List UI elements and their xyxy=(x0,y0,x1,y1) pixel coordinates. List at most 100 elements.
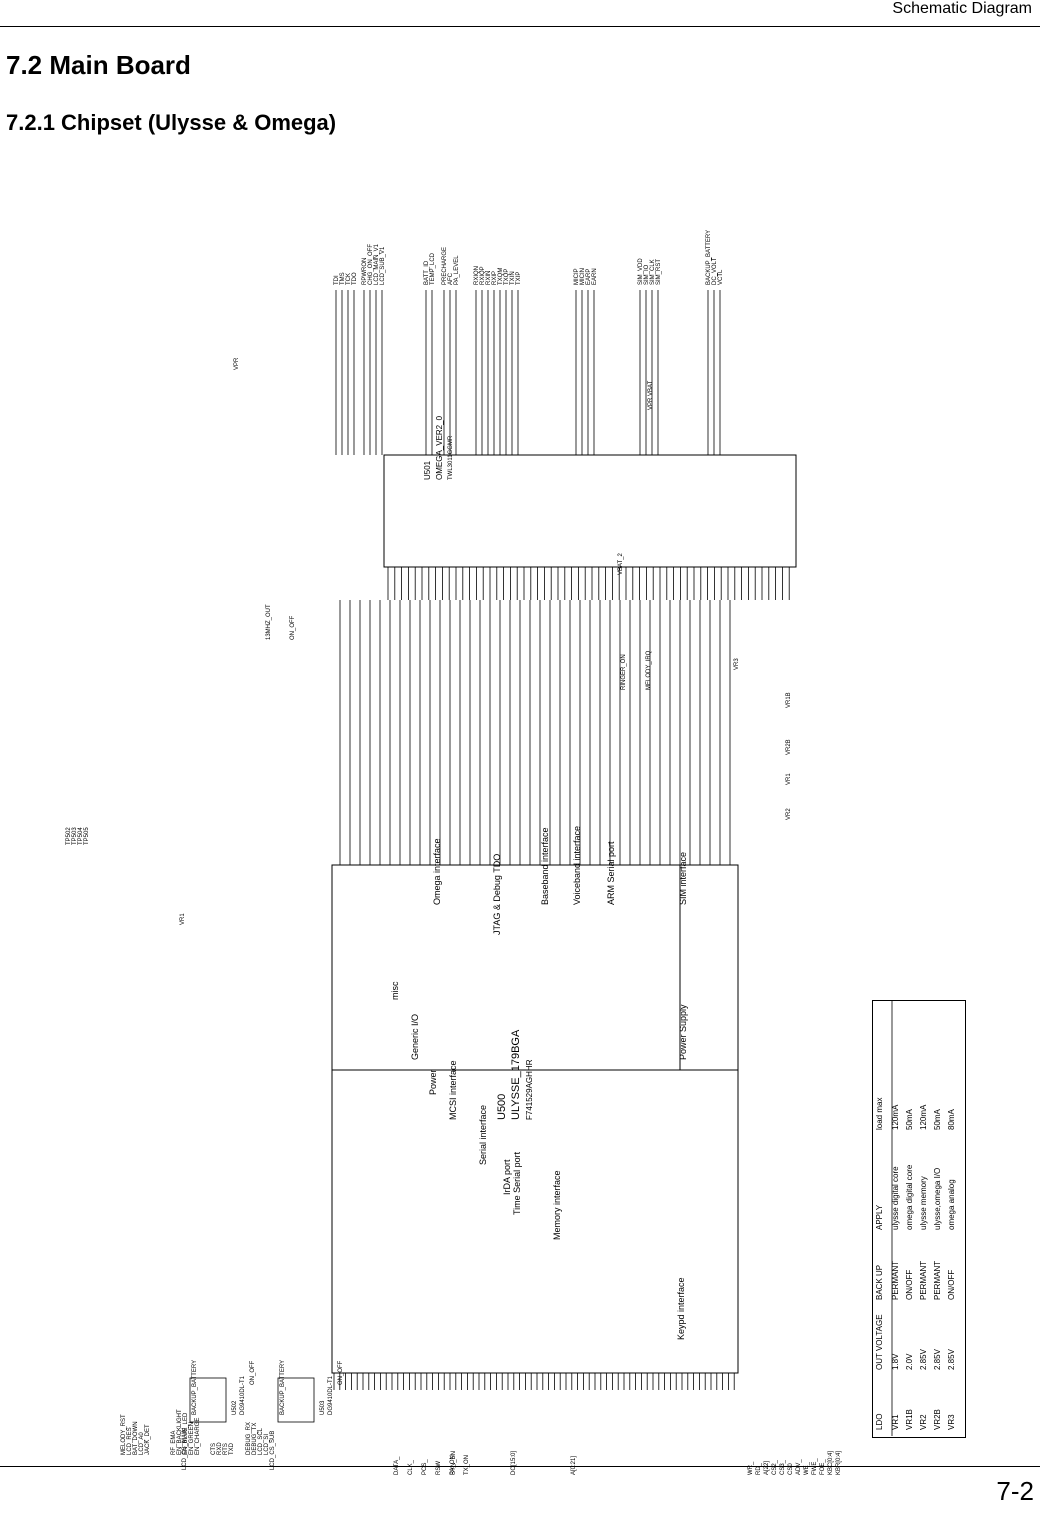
omega-package: TWL3011GGMR xyxy=(448,435,454,480)
signal-label: DEBUG_RX xyxy=(246,1422,252,1455)
table-cell: 2.85V xyxy=(919,1348,928,1370)
signal-label: PA_LEVEL xyxy=(454,255,460,285)
table-cell: PERMANT xyxy=(891,1261,900,1300)
signal-label: TXQP xyxy=(504,269,510,285)
omega-part: OMEGA_VER2_0 xyxy=(435,415,444,480)
signal-label: TDO xyxy=(352,272,358,285)
testpoint-label: TP502 xyxy=(66,827,72,845)
ulysse-part: ULYSSE_179BGA xyxy=(510,1029,522,1120)
signal-label: KBR[0:4] xyxy=(836,1451,842,1475)
table-cell: PERMANT xyxy=(919,1261,928,1300)
signal-label: EARP xyxy=(586,269,592,285)
signal-label: LCD_MAIN_V1 xyxy=(374,243,380,285)
signal-label: DC_VOLT xyxy=(712,257,718,285)
signal-label: CS2_ xyxy=(772,1459,778,1475)
signal-label: RXIQP xyxy=(480,266,486,285)
table-cell: 120mA xyxy=(891,1104,900,1130)
omega-block-label: Power Supply xyxy=(678,1004,688,1060)
signal-label: TXD xyxy=(229,1442,235,1455)
signal-label: EN_CHARGE xyxy=(195,1418,201,1455)
table-cell: 50mA xyxy=(933,1108,942,1130)
signal-label: MICIN xyxy=(580,268,586,285)
testpoint-label: TP503 xyxy=(72,827,78,845)
signal-label: LCD_SUB_V1 xyxy=(380,246,386,285)
signal-label: RXIQN xyxy=(474,266,480,285)
ulysse-block-label: Generic I/O xyxy=(410,1014,420,1060)
omega-block-label: Omega interface xyxy=(432,838,442,905)
table-cell: omega analog xyxy=(947,1179,956,1230)
signal-label: RSW xyxy=(436,1461,442,1475)
net-label: MELODY_IRQ xyxy=(646,650,652,690)
signal-label: LCD_SCL xyxy=(258,1427,264,1455)
table-cell: VR3 xyxy=(947,1414,956,1430)
switch-supply: BACKUP_BATTERY xyxy=(192,1360,198,1415)
signal-label: TMS xyxy=(340,272,346,285)
net-label: ON_OFF xyxy=(290,615,296,640)
switch-ref: U502 xyxy=(232,1400,238,1415)
signal-label: CS3_ xyxy=(780,1459,786,1475)
ulysse-chip-body xyxy=(331,864,739,1374)
table-cell: ulysse,omega I/O xyxy=(933,1168,942,1230)
table-cell: ON/OFF xyxy=(947,1270,956,1300)
ulysse-block-label: IrDA port xyxy=(502,1159,512,1195)
signal-label: LCD_A0 xyxy=(139,1432,145,1455)
table-cell: 2.85V xyxy=(947,1348,956,1370)
signal-label: BACKUP_BATTERY xyxy=(706,230,712,285)
signal-label: MICIP xyxy=(574,268,580,285)
omega-chip-body xyxy=(383,454,797,568)
header-rule xyxy=(0,26,1040,27)
signal-label: LCD_SI xyxy=(264,1434,270,1455)
table-cell: ulysse memory xyxy=(919,1176,928,1230)
omega-block-label: JTAG & Debug TDO xyxy=(492,854,502,935)
signal-label: SIM_VDD xyxy=(638,258,644,285)
signal-label: TDI xyxy=(334,275,340,285)
table-cell: VR1 xyxy=(891,1414,900,1430)
omega-block-label: Baseband interface xyxy=(540,827,550,905)
signal-label: TXIP xyxy=(516,272,522,285)
switch-ctrl: ON_OFF xyxy=(338,1360,344,1385)
signal-label: SIM_IO xyxy=(644,264,650,285)
net-label: VR1B xyxy=(786,692,792,708)
signal-label: SIM_CLK xyxy=(650,259,656,285)
ldo-table-frame xyxy=(872,1000,966,1438)
testpoint-label: TP504 xyxy=(78,827,84,845)
omega-block-label: ARM Serial port xyxy=(606,841,616,905)
net-label: VR1 xyxy=(786,773,792,785)
signal-label: CTS xyxy=(211,1443,217,1455)
table-header: load max xyxy=(875,1098,884,1130)
signal-label: SIM_RST xyxy=(656,259,662,285)
net-label: 13MHZ_OUT xyxy=(266,604,272,640)
switch-net: LCD_CS_MAIN xyxy=(182,1428,188,1470)
signal-label: EN_GREEN xyxy=(189,1422,195,1455)
table-header: APPLY xyxy=(875,1204,884,1230)
table-header: LDO xyxy=(875,1414,884,1430)
ulysse-block-label: misc xyxy=(390,981,400,1000)
ulysse-block-label: Memory interface xyxy=(552,1170,562,1240)
signal-label: RXD xyxy=(217,1442,223,1455)
signal-label: BATT_ID xyxy=(424,260,430,285)
signal-label: SYN_EN xyxy=(451,1451,457,1475)
table-cell: ulysse digital core xyxy=(891,1166,900,1230)
table-cell: VR1B xyxy=(905,1409,914,1430)
testpoint-label: TP505 xyxy=(84,827,90,845)
switch-body xyxy=(189,1377,227,1423)
signal-label: PA_ON xyxy=(450,1455,456,1475)
signal-label: PRECHARGE xyxy=(442,247,448,285)
ulysse-block-label: Power xyxy=(428,1069,438,1095)
table-cell: 2.0V xyxy=(905,1353,914,1370)
signal-label: AFC xyxy=(448,272,454,285)
signal-label: TXQM xyxy=(498,268,504,285)
signal-label: TCK xyxy=(346,273,352,285)
net-label: VR2 xyxy=(786,808,792,820)
table-cell: 120mA xyxy=(919,1104,928,1130)
signal-label: RPWRON xyxy=(362,258,368,285)
page-title: 7.2 Main Board xyxy=(6,50,191,80)
table-header: BACK UP xyxy=(875,1265,884,1300)
table-cell: 1.8V xyxy=(891,1353,900,1370)
signal-label: WE_ xyxy=(804,1461,810,1475)
signal-label: RF_EMA xyxy=(171,1431,177,1455)
ulysse-package: F741529AGHHR xyxy=(525,1059,534,1120)
table-cell: PERMANT xyxy=(933,1261,942,1300)
signal-label: EN_BLUE_LED xyxy=(183,1412,189,1455)
